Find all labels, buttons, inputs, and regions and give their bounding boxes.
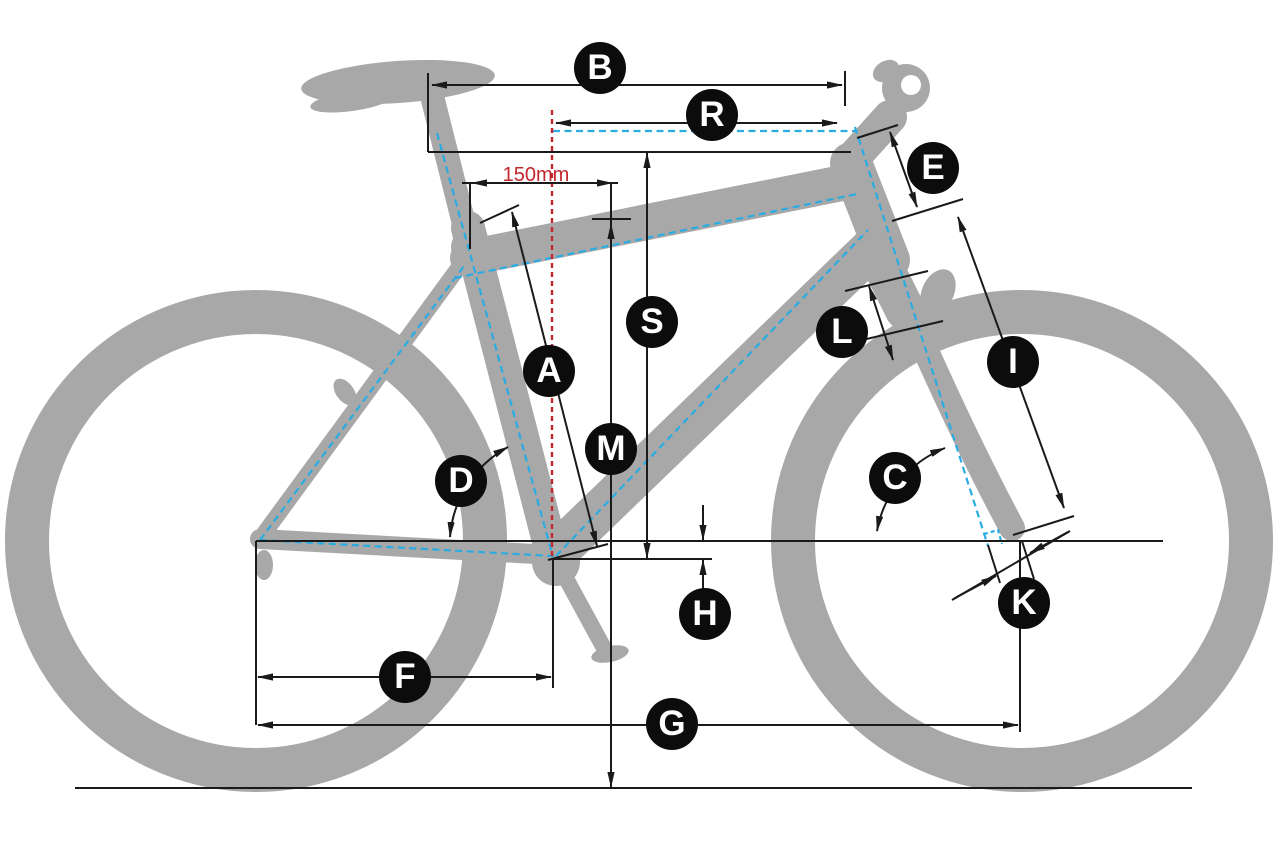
- right-angle-mark: [983, 528, 1004, 545]
- dim-L: [844, 270, 944, 361]
- bike-silhouette: [5, 59, 1273, 792]
- dim-M: [592, 218, 631, 788]
- seat-tube-axis: [435, 132, 555, 558]
- setback-measurement-text: 150mm: [503, 164, 570, 186]
- dim-label-F: F: [379, 651, 431, 703]
- dim-B: [427, 71, 851, 153]
- dim-label-K: K: [998, 577, 1050, 629]
- dim-label-B: B: [574, 42, 626, 94]
- brake-lever-clamp: [872, 59, 900, 83]
- extension-lines: [255, 541, 1021, 732]
- dim-label-E: E: [907, 142, 959, 194]
- rear-derailleur: [255, 550, 273, 580]
- dim-label-D: D: [435, 455, 487, 507]
- dim-label-L: L: [816, 306, 868, 358]
- dim-label-I: I: [987, 336, 1039, 388]
- dim-label-C: C: [869, 452, 921, 504]
- dim-label-G: G: [646, 698, 698, 750]
- handlebar-grip-hole: [901, 75, 921, 95]
- stem: [836, 100, 907, 175]
- rear-brake: [333, 378, 357, 406]
- front-brake: [920, 269, 956, 315]
- dimension-lines: [75, 71, 1192, 789]
- bottom-bracket: [532, 538, 580, 586]
- dim-label-H: H: [679, 588, 731, 640]
- chainstay-axis: [259, 538, 554, 558]
- dim-K: [951, 530, 1071, 601]
- dim-E: [856, 124, 964, 222]
- top-tube: [450, 162, 875, 276]
- dim-label-R: R: [686, 89, 738, 141]
- dim-label-M: M: [585, 423, 637, 475]
- dim-label-S: S: [626, 296, 678, 348]
- dim-150mm: [462, 179, 618, 249]
- saddle-underside: [310, 89, 394, 113]
- seat-post: [420, 84, 478, 244]
- dim-label-A: A: [523, 345, 575, 397]
- steering-axis: [853, 126, 990, 547]
